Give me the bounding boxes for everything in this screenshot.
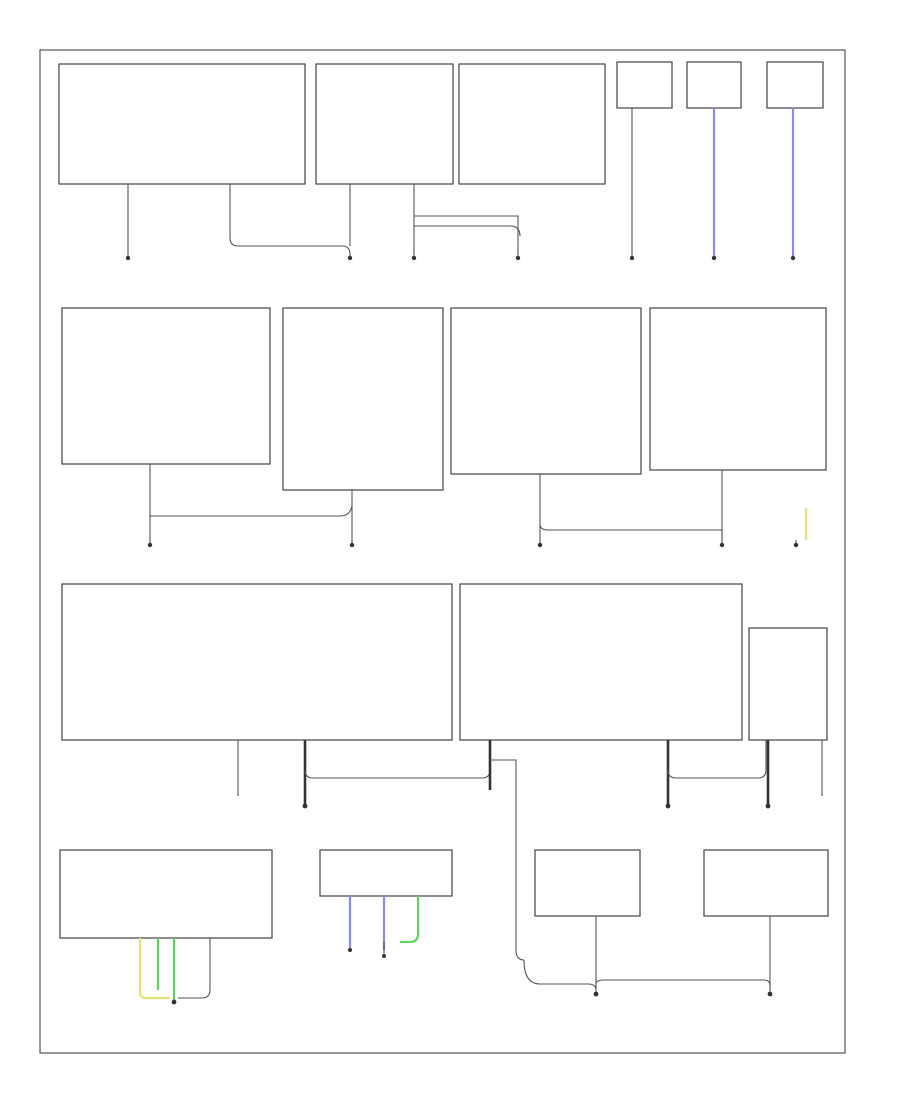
wire (229, 184, 351, 258)
ground-point-icon (302, 803, 308, 809)
wire (539, 523, 723, 545)
component-box (58, 63, 306, 185)
ground-point-icon (147, 542, 153, 548)
component-box (459, 583, 743, 741)
ground-point-icon (125, 255, 131, 261)
ground-point-icon (171, 999, 177, 1005)
component-box (282, 307, 444, 491)
ground-point-icon (348, 948, 352, 952)
component-box (766, 61, 824, 109)
ground-point-icon (711, 255, 717, 261)
component-box (59, 849, 273, 939)
ground-point-icon (515, 255, 521, 261)
ground-point-icon (790, 255, 796, 261)
ground-point-icon (411, 255, 417, 261)
component-box (458, 63, 606, 185)
wire-green (400, 896, 420, 944)
wire (414, 215, 519, 258)
ground-point-icon (665, 803, 671, 809)
wire (523, 959, 597, 991)
wire (667, 740, 767, 779)
wire (490, 759, 525, 961)
ground-point-icon (765, 803, 771, 809)
ground-point-icon (382, 954, 386, 958)
wire-yellow (138, 938, 170, 1000)
ground-point-icon (593, 991, 599, 997)
component-box (686, 61, 742, 109)
wire (595, 979, 771, 987)
component-box (61, 583, 453, 741)
component-box (748, 627, 828, 741)
wire (304, 740, 491, 779)
component-box (649, 307, 827, 471)
component-box (450, 307, 642, 475)
component-box (61, 307, 271, 465)
wire (414, 225, 521, 237)
component-box (319, 849, 453, 897)
component-box (703, 849, 829, 917)
wire (178, 938, 211, 999)
diagram-frame (39, 49, 846, 1054)
ground-point-icon (349, 542, 355, 548)
ground-point-icon (347, 255, 353, 261)
ground-point-icon (629, 255, 635, 261)
component-box (534, 849, 641, 917)
ground-point-icon (537, 542, 543, 548)
ground-point-icon (767, 991, 773, 997)
ground-point-icon (793, 542, 799, 548)
ground-point-icon (719, 542, 725, 548)
wire (150, 505, 353, 517)
component-box (616, 61, 673, 109)
component-box (315, 63, 454, 185)
